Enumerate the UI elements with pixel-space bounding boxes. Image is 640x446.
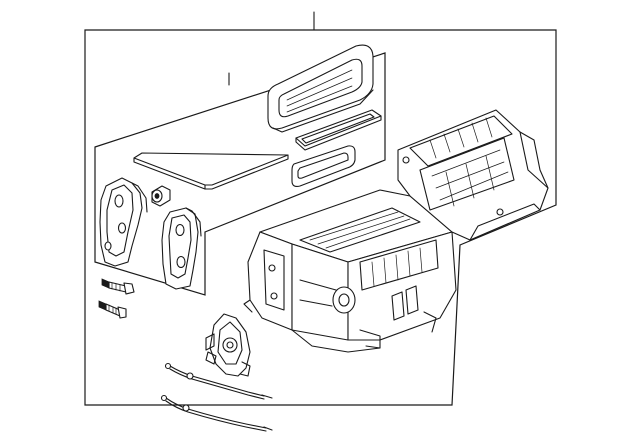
bushing — [151, 185, 171, 207]
duct-bracket-right — [161, 207, 202, 290]
assembly-frame — [84, 29, 557, 406]
control-cable-lower — [160, 394, 273, 432]
sub-kit-frame — [94, 52, 386, 296]
filter-cover — [267, 44, 374, 133]
duct-bracket-left — [99, 177, 148, 267]
blower-housing — [397, 109, 549, 241]
stud-bolt-lower — [98, 300, 127, 319]
foam-seal-strip — [295, 109, 382, 151]
control-cable-upper — [164, 362, 273, 400]
stud-bolt-upper — [101, 278, 135, 295]
gasket-small — [291, 145, 356, 187]
hvac-case-housing — [243, 189, 457, 353]
seal-bar — [133, 152, 289, 190]
actuator-motor — [205, 313, 251, 377]
